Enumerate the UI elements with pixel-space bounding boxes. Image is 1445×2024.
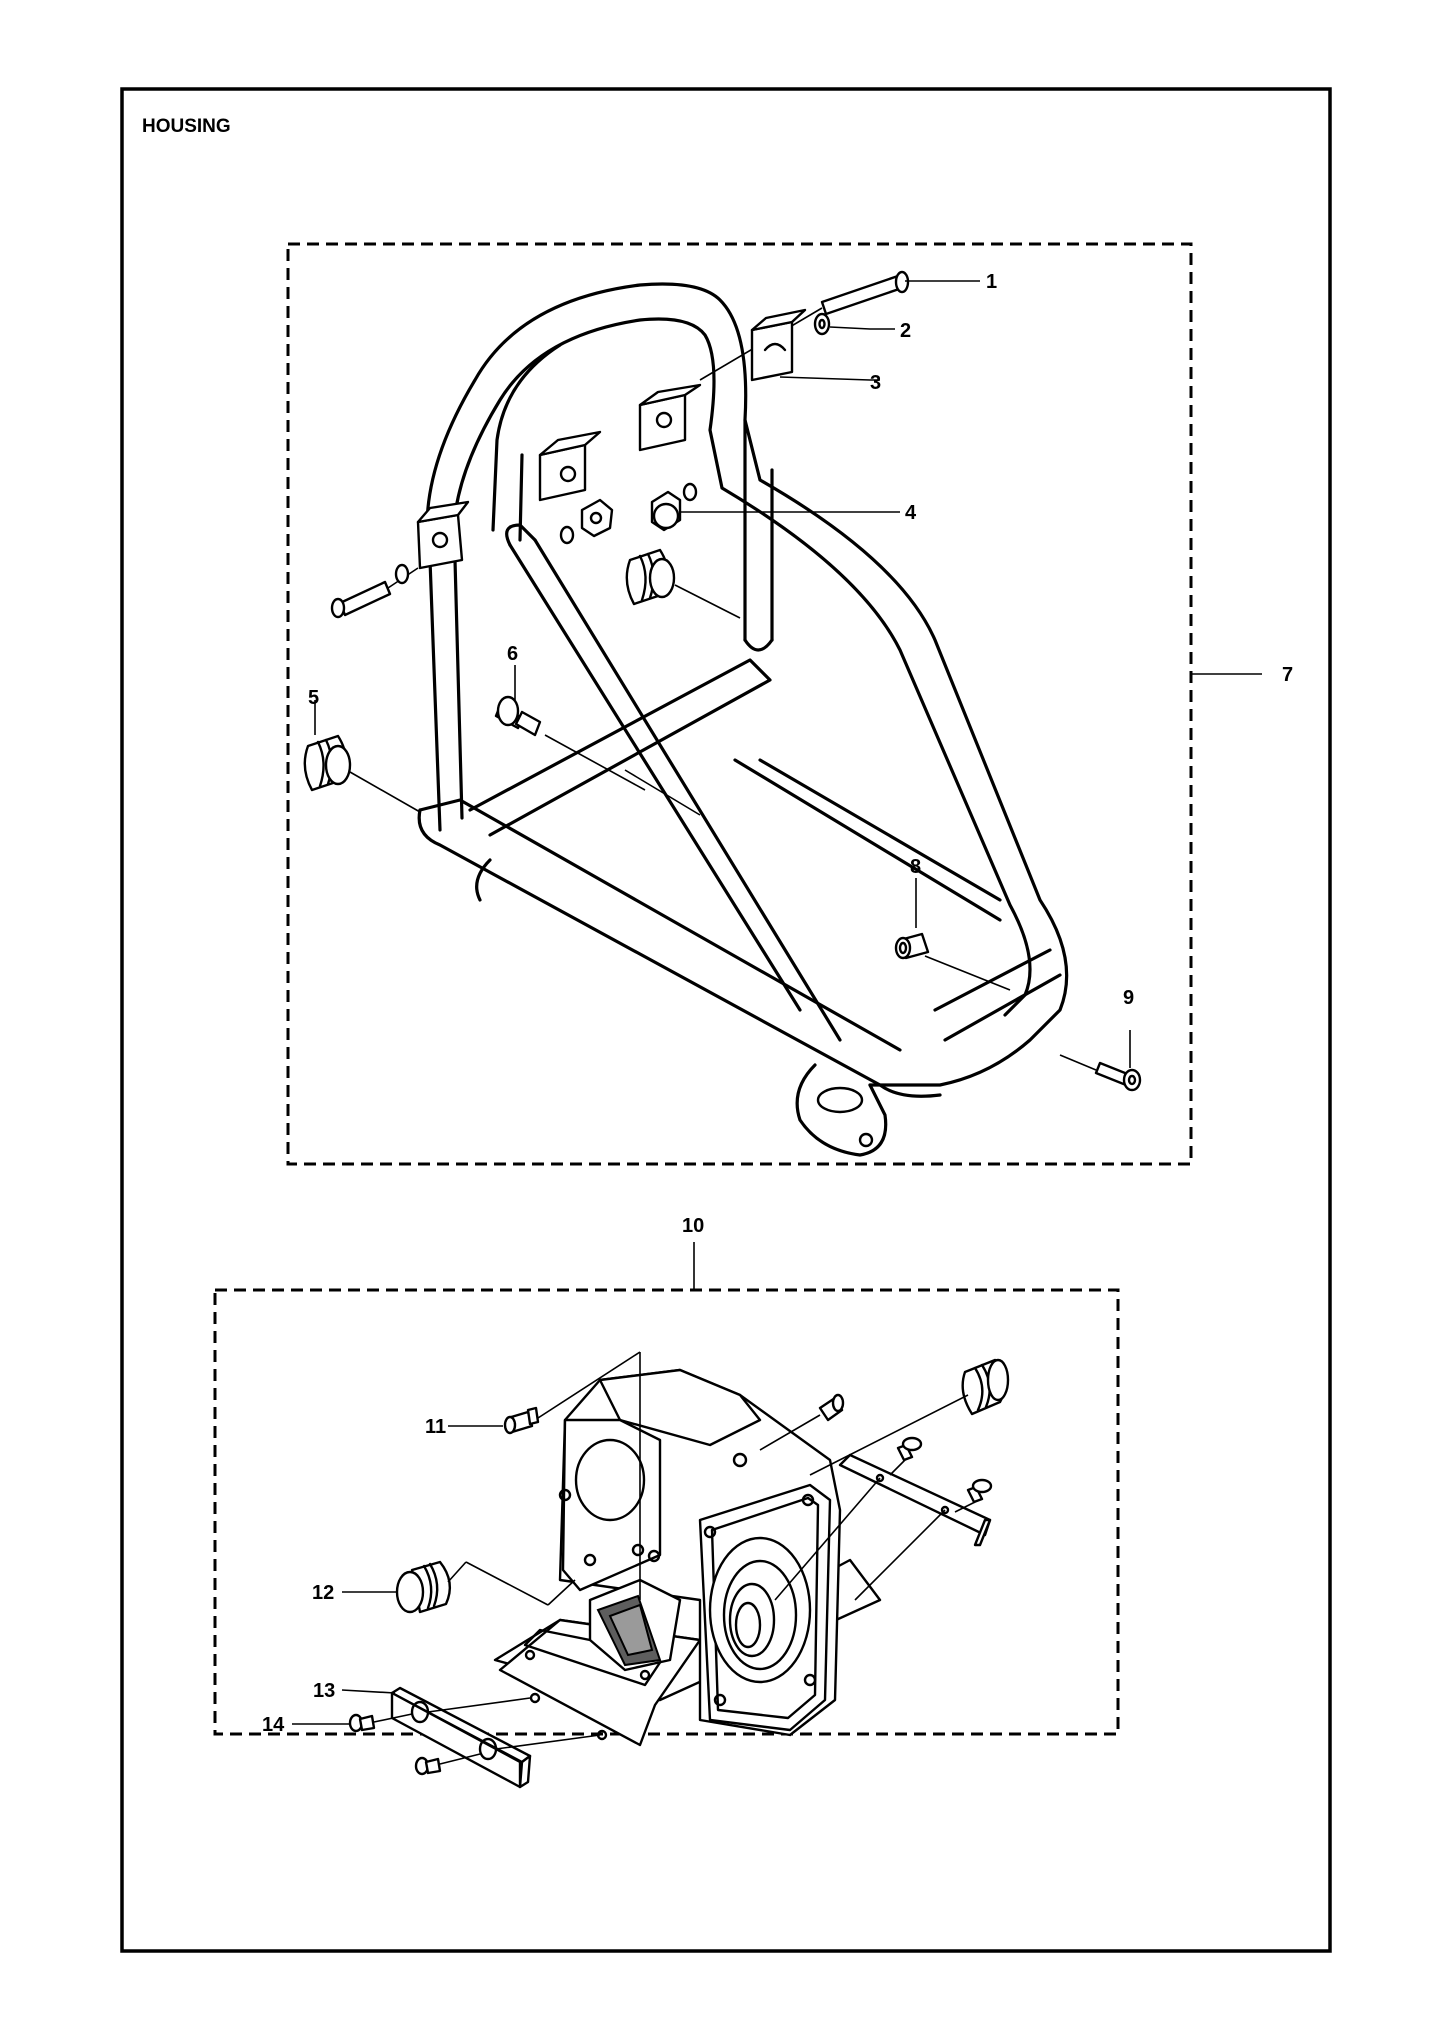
part-3-clamp xyxy=(750,308,880,382)
gear-housing xyxy=(493,1368,882,1747)
part-6-screw xyxy=(494,665,701,816)
part-4-nut xyxy=(650,490,900,532)
callout-6: 6 xyxy=(507,643,518,665)
clamp-block-upper-center xyxy=(638,383,702,452)
part-1-bolt xyxy=(699,270,980,381)
callout-10: 10 xyxy=(682,1215,704,1237)
callout-12: 12 xyxy=(312,1582,334,1604)
screw-lower xyxy=(414,1753,481,1776)
part-2-washer xyxy=(813,312,895,336)
callout-7: 7 xyxy=(1282,664,1293,686)
assembly-box-upper xyxy=(286,242,1193,1166)
callout-9: 9 xyxy=(1123,987,1134,1009)
callout-4: 4 xyxy=(905,502,917,524)
callout-14: 14 xyxy=(262,1714,285,1736)
rear-plug xyxy=(809,1358,1010,1476)
grease-nipple-top xyxy=(759,1393,845,1451)
part-8-spacer xyxy=(894,878,1011,991)
part-11-nipple xyxy=(448,1351,641,1600)
part-14-screw xyxy=(292,1713,413,1733)
washer-center xyxy=(559,482,698,545)
plate-screw-2 xyxy=(954,1478,993,1513)
callout-5: 5 xyxy=(308,687,319,709)
side-plate xyxy=(774,1453,992,1601)
clamp-block-upper-left xyxy=(538,430,602,502)
part-5-buffer xyxy=(303,700,421,813)
part-13-plate xyxy=(341,1686,608,1789)
assembly-box-lower xyxy=(213,1288,1120,1736)
part-9-screw xyxy=(1059,1030,1142,1092)
callout-8: 8 xyxy=(910,856,921,878)
callout-1: 1 xyxy=(986,271,997,293)
callout-2: 2 xyxy=(900,320,911,342)
callout-13: 13 xyxy=(313,1680,335,1702)
protective-frame xyxy=(417,282,1069,1157)
callout-3: 3 xyxy=(870,372,881,394)
plate-screw-1 xyxy=(889,1436,923,1476)
washer-left xyxy=(394,563,410,585)
diagram-title: HOUSING xyxy=(142,116,231,137)
buffer-right xyxy=(625,548,741,619)
page-frame xyxy=(120,87,1332,1953)
clamp-block-lower-left xyxy=(416,500,470,570)
nut-center xyxy=(580,498,614,538)
callout-11: 11 xyxy=(425,1416,446,1438)
part-12-plug xyxy=(342,1560,576,1614)
